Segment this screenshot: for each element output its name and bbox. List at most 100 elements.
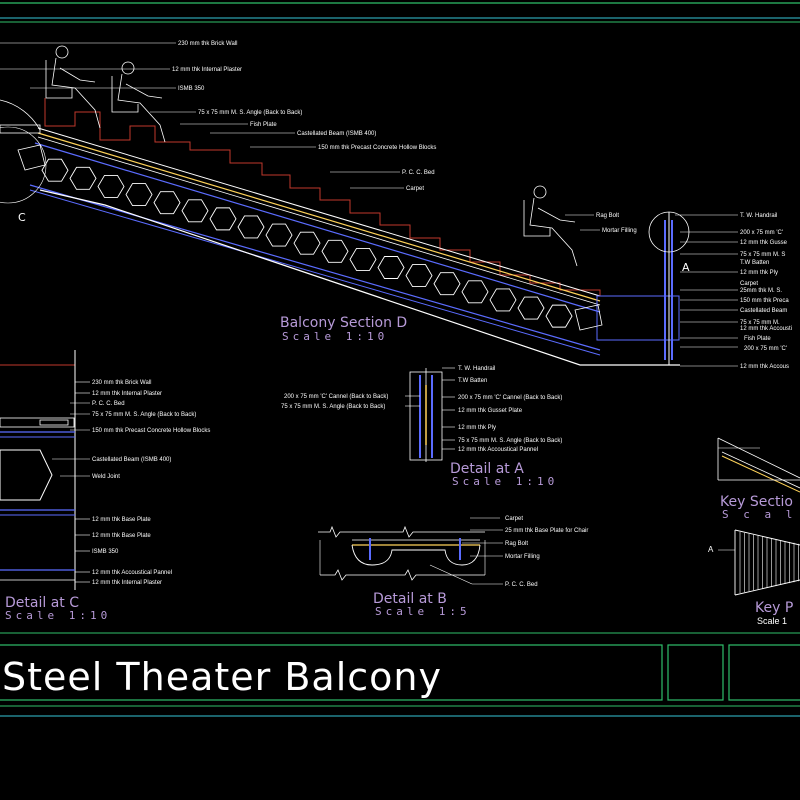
label: 12 mm thk Gusset Plate: [458, 408, 523, 414]
stepped-seating-risers: [44, 98, 601, 296]
hexagon-opening: [293, 231, 321, 255]
hexagon-opening: [41, 158, 69, 182]
balcony-section-d: [0, 42, 738, 367]
detail-b-drawing: [318, 517, 503, 585]
key-section-scale: S c a l e: [722, 508, 800, 521]
label: P. C. C. Bed: [402, 170, 435, 176]
sheet-border: [0, 2, 800, 717]
label: 75 x 75 mm M. S. Angle (Back to Back): [198, 110, 302, 116]
section-marker-c: C: [18, 211, 26, 224]
hexagon-opening: [461, 280, 489, 304]
key-section-title: Key Sectio: [720, 494, 793, 510]
label: 200 x 75 mm 'C' Cannel (Back to Back): [284, 394, 388, 400]
hexagon-opening: [405, 264, 433, 288]
balcony-labels-right: T. W. Handrail 200 x 75 mm 'C' 12 mm thk…: [740, 213, 792, 370]
balcony-section-title: Balcony Section D: [280, 315, 407, 331]
label: 12 mm thk Accoustical Pannel: [92, 570, 172, 576]
hexagon-opening: [209, 207, 237, 231]
label: 12 mm thk Base Plate: [92, 517, 151, 523]
key-section-drawing: [717, 437, 800, 493]
detail-a-scale: Scale 1:10: [452, 475, 558, 488]
key-plan-marker: A: [708, 545, 714, 554]
hexagon-opening: [125, 183, 153, 207]
label: 75 x 75 mm M. S. Angle (Back to Back): [92, 412, 196, 418]
detail-c-title: Detail at C: [5, 595, 79, 611]
label: 12 mm thk Accoustical Pannel: [458, 447, 538, 453]
label: T.W Batten: [740, 260, 769, 266]
hexagon-opening: [237, 215, 265, 239]
key-plan-title: Key P: [755, 600, 793, 616]
label: 150 mm thk Preca: [740, 298, 789, 304]
label: 75 x 75 mm M. S. Angle (Back to Back): [281, 404, 385, 410]
label: Rag Bolt: [596, 213, 619, 219]
detail-b-title: Detail at B: [373, 591, 447, 607]
hexagon-opening: [349, 247, 377, 271]
label: Carpet: [406, 186, 424, 192]
label: T. W. Handrail: [458, 366, 495, 372]
key-plan-scale: Scale 1: [757, 616, 787, 626]
label: ISMB 350: [92, 549, 119, 555]
key-plan-drawing: [718, 529, 800, 596]
label: Carpet: [505, 516, 523, 522]
hexagon-opening: [377, 256, 405, 279]
hexagon-opening: [181, 199, 209, 223]
label: 200 x 75 mm 'C' Cannel (Back to Back): [458, 395, 562, 401]
label: Fish Plate: [250, 122, 277, 128]
label: P. C. C. Bed: [92, 401, 125, 407]
label: 230 mm thk Brick Wall: [178, 41, 237, 47]
label: 12 mm thk Accous: [740, 364, 789, 370]
balcony-section-scale: Scale 1:10: [282, 330, 388, 343]
detail-a-labels: T. W. Handrail T.W Batten 200 x 75 mm 'C…: [281, 366, 562, 453]
label: 75 x 75 mm M. S. Angle (Back to Back): [458, 438, 562, 444]
label: 12 mm thk Gusse: [740, 240, 788, 246]
label: 75 x 75 mm M.: [740, 320, 780, 326]
label: 150 mm thk Precast Concrete Hollow Block…: [318, 145, 436, 151]
label: Castellated Beam (ISMB 400): [297, 131, 376, 137]
seated-person-figure-right: [523, 185, 578, 267]
label: Mortar Filling: [602, 228, 637, 234]
label: 12 mm thk Internal Plaster: [92, 580, 162, 586]
hexagon-opening: [69, 166, 97, 190]
hexagon-opening: [265, 223, 293, 247]
label: 12 mm thk Ply: [740, 270, 778, 276]
label: T.W Batten: [458, 378, 487, 384]
label: Weld Joint: [92, 474, 120, 480]
section-marker-a: A: [682, 261, 690, 274]
label: 12 mm thk Base Plate: [92, 533, 151, 539]
label: Castellated Beam (ISMB 400): [92, 457, 171, 463]
label: 150 mm thk Precast Concrete Hollow Block…: [92, 428, 210, 434]
label: 12 mm thk Accousti: [740, 326, 792, 332]
hexagon-opening: [517, 296, 545, 320]
label: Mortar Filling: [505, 554, 540, 560]
label: 200 x 75 mm 'C': [744, 346, 787, 352]
label: 12 mm thk Ply: [458, 425, 496, 431]
detail-b-labels: Carpet 25 mm thk Base Plate for Chair Ra…: [505, 516, 588, 588]
hexagon-opening: [97, 174, 125, 198]
detail-c-drawing: [0, 350, 90, 590]
castellated-beam-openings: [41, 158, 573, 328]
label: Castellated Beam: [740, 308, 787, 314]
drawing-title: Steel Theater Balcony: [2, 655, 442, 699]
label: Rag Bolt: [505, 541, 528, 547]
label: 200 x 75 mm 'C': [740, 230, 783, 236]
label: Carpet: [740, 281, 758, 287]
label: P. C. C. Bed: [505, 582, 538, 588]
hexagon-opening: [321, 239, 349, 263]
detail-b-scale: Scale 1:5: [375, 605, 471, 618]
hexagon-opening: [433, 272, 461, 296]
seated-person-figure: [45, 45, 166, 143]
balcony-labels-left: 230 mm thk Brick Wall 12 mm thk Internal…: [172, 41, 637, 234]
label: 25mm thk M. S.: [740, 288, 782, 294]
label: ISMB 350: [178, 86, 205, 92]
label: 12 mm thk Internal Plaster: [92, 391, 162, 397]
hexagon-opening: [153, 191, 181, 215]
label: T. W. Handrail: [740, 213, 777, 219]
hexagon-opening: [545, 304, 573, 328]
detail-a-drawing: [405, 367, 455, 462]
detail-a-title: Detail at A: [450, 461, 524, 477]
detail-c-scale: Scale 1:10: [5, 609, 111, 622]
detail-c-labels: 230 mm thk Brick Wall 12 mm thk Internal…: [92, 380, 210, 586]
label: Fish Plate: [744, 336, 771, 342]
label: 25 mm thk Base Plate for Chair: [505, 528, 588, 534]
